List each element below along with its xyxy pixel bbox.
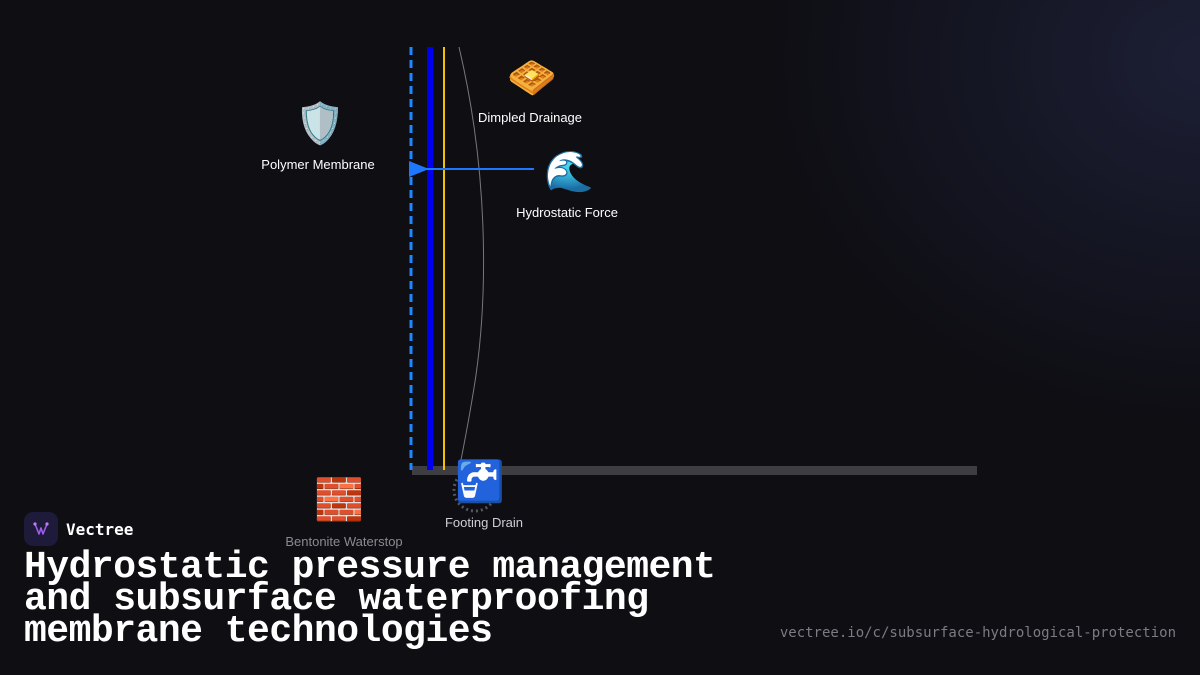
- footing-drain-label: Footing Drain: [444, 515, 524, 530]
- hydrostatic-force-label: Hydrostatic Force: [516, 205, 618, 220]
- page-title: Hydrostatic pressure management and subs…: [24, 546, 716, 653]
- brand: Vectree: [24, 512, 133, 546]
- polymer-membrane-label: Polymer Membrane: [261, 157, 375, 172]
- soil-pressure-curve: [458, 46, 485, 471]
- bentonite-waterstop-label: Bentonite Waterstop: [285, 534, 403, 549]
- vectree-logo-icon: [24, 512, 58, 546]
- wave-icon: 🌊: [544, 149, 594, 195]
- dimpled-drainage-label: Dimpled Drainage: [477, 110, 583, 125]
- faucet-icon: 🚰: [455, 459, 505, 505]
- source-url[interactable]: vectree.io/c/subsurface-hydrological-pro…: [779, 625, 1176, 641]
- waffle-icon: 🧇: [507, 55, 557, 101]
- brand-name: Vectree: [66, 519, 134, 539]
- footing-slab: [412, 466, 977, 475]
- footing-drain-pipe: [452, 467, 498, 513]
- brick-icon: 🧱: [314, 477, 364, 523]
- shield-icon: 🛡️: [295, 101, 345, 147]
